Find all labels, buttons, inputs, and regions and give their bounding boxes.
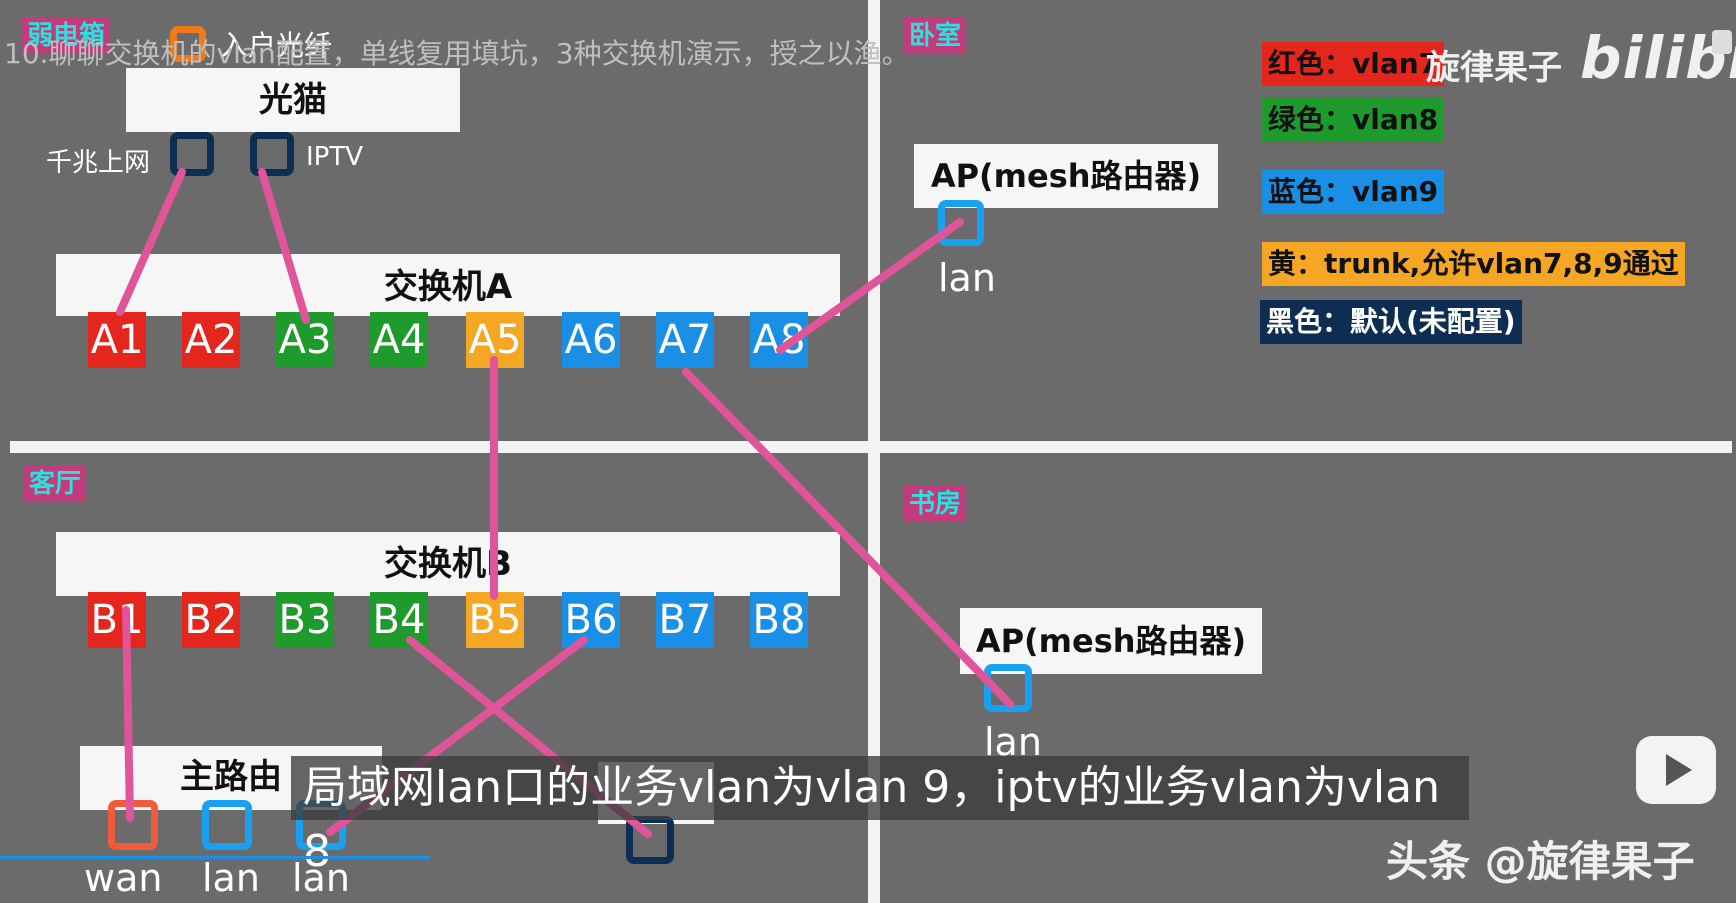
router-lan2-label: lan: [292, 856, 350, 900]
switch-a-box: 交换机A: [56, 254, 840, 316]
subtitle-bar: 局域网lan口的业务vlan为vlan 9，iptv的业务vlan为vlan 8: [291, 756, 1469, 877]
ap-bedroom-port-icon: [938, 200, 984, 246]
router-wan-port-icon: [108, 800, 158, 850]
switch-a-port-a2: A2: [182, 312, 240, 368]
fiber-socket-icon: [170, 26, 206, 62]
video-progress-bar[interactable]: [0, 856, 430, 859]
switch-b-port-b1: B1: [88, 592, 146, 648]
legend-item: 蓝色：vlan9: [1262, 170, 1445, 214]
switch-b-box: 交换机B: [56, 532, 840, 596]
video-title: 10.聊聊交换机的vlan配置，单线复用填坑，3种交换机演示，授之以渔。: [4, 37, 910, 70]
router-lan-port-icon: [202, 800, 252, 850]
room-label-weak-box: 弱电箱: [22, 18, 111, 54]
play-button[interactable]: [1636, 735, 1716, 804]
switch-a-port-a4: A4: [370, 312, 428, 368]
switch-a-port-a5: A5: [466, 312, 524, 368]
legend-item: 黄：trunk,允许vlan7,8,9通过: [1262, 242, 1685, 286]
ap-bedroom-port-label: lan: [938, 256, 996, 300]
room-label-living-room: 客厅: [24, 466, 87, 502]
modem-box: 光猫: [126, 68, 460, 132]
switch-b-port-b7: B7: [656, 592, 714, 648]
legend-item: 绿色：vlan8: [1262, 98, 1445, 142]
switch-a-port-a3: A3: [276, 312, 334, 368]
room-divider-horizontal: [10, 441, 1732, 453]
switch-b-port-b6: B6: [562, 592, 620, 648]
legend-item: 红色：vlan7: [1262, 42, 1445, 86]
switch-a-port-a8: A8: [750, 312, 808, 368]
legend-item: 黑色：默认(未配置): [1260, 300, 1522, 344]
toutiao-watermark: 头条 @旋律果子: [1386, 837, 1695, 886]
ap-bedroom-title: AP(mesh路由器): [930, 157, 1202, 195]
ap-study-title: AP(mesh路由器): [975, 622, 1247, 660]
modem-title: 光猫: [259, 80, 327, 120]
switch-b-port-b8: B8: [750, 592, 808, 648]
main-router-title: 主路由: [180, 757, 282, 797]
switch-b-port-b2: B2: [182, 592, 240, 648]
modem-internet-label: 千兆上网: [46, 148, 151, 178]
fiber-label: 入户光纤: [220, 29, 333, 62]
switch-a-port-a6: A6: [562, 312, 620, 368]
play-icon: [1655, 735, 1697, 786]
device-port-icon: [626, 816, 674, 864]
router-lan-label: lan: [202, 856, 260, 900]
switch-b-port-b5: B5: [466, 592, 524, 648]
room-label-study: 书房: [904, 486, 967, 522]
bilibili-logo: bilibili: [1580, 24, 1736, 92]
author-watermark: 旋律果子: [1426, 48, 1562, 88]
modem-internet-port-icon: [170, 132, 214, 176]
ap-study-port-icon: [984, 664, 1032, 712]
corner-icon: [1712, 30, 1732, 54]
modem-iptv-port-icon: [250, 132, 294, 176]
switch-b-port-b4: B4: [370, 592, 428, 648]
room-label-bedroom: 卧室: [904, 18, 967, 54]
switch-a-title: 交换机A: [383, 267, 513, 307]
switch-a-port-a1: A1: [88, 312, 146, 368]
modem-iptv-label: IPTV: [306, 142, 364, 172]
router-wan-label: wan: [84, 856, 163, 900]
ap-bedroom-box: AP(mesh路由器): [914, 144, 1218, 208]
switch-b-port-b3: B3: [276, 592, 334, 648]
switch-b-title: 交换机B: [384, 544, 512, 584]
switch-a-port-a7: A7: [656, 312, 714, 368]
